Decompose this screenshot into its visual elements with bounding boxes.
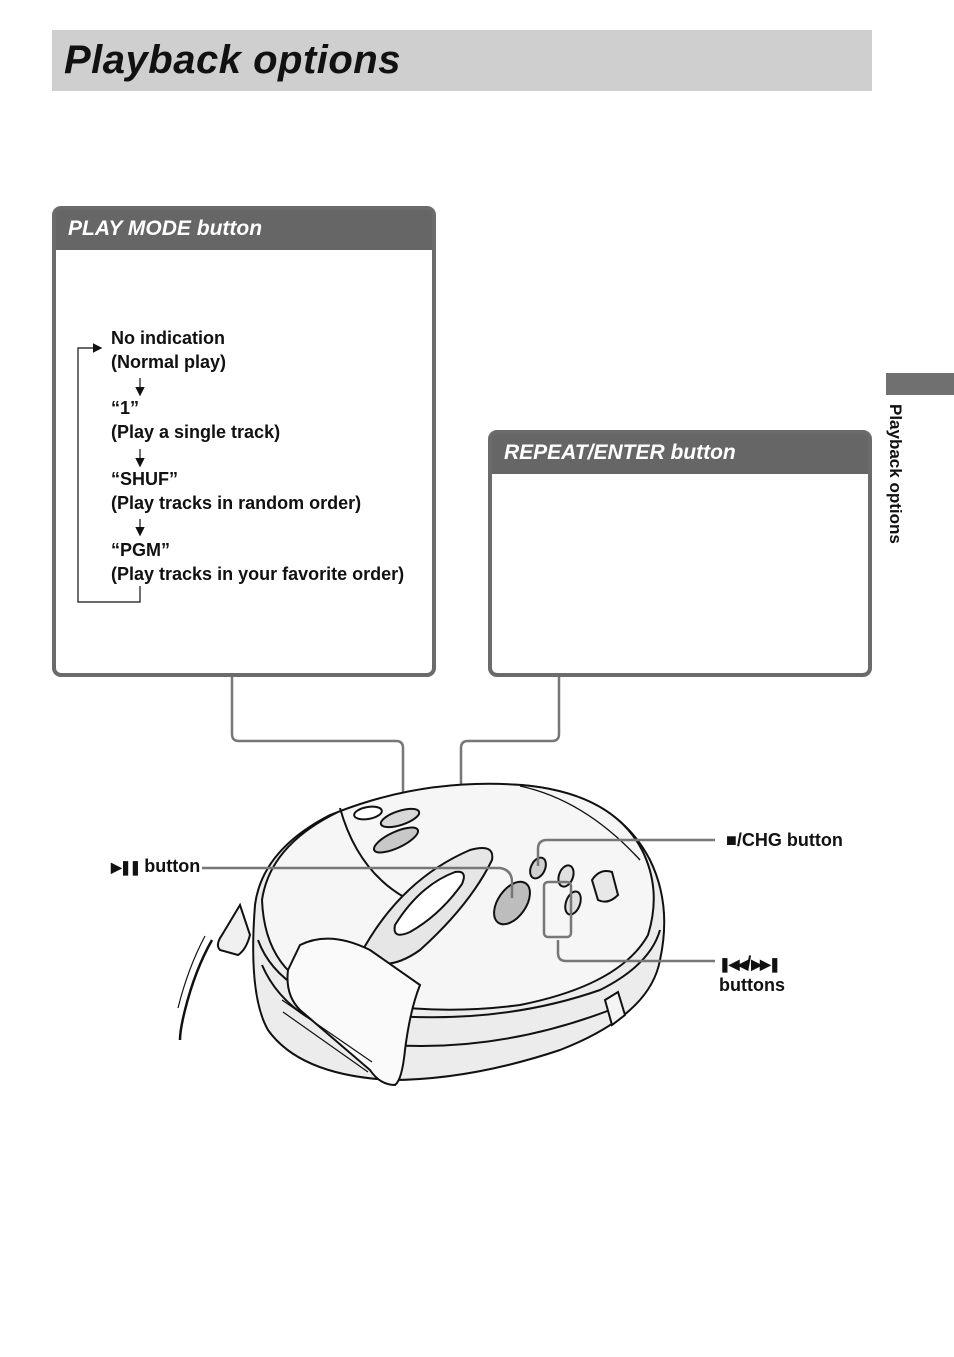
play-pause-callout-label: button: [144, 856, 201, 876]
stop-chg-callout: ■/CHG button: [726, 830, 843, 851]
section-tab-marker: [886, 373, 954, 395]
mode-cycle-arrows: [77, 343, 145, 603]
mode-item-program-name: “PGM”: [111, 540, 171, 560]
mode-item-normal-desc: (Normal play): [111, 352, 227, 372]
stop-chg-callout-label: /CHG button: [736, 830, 843, 850]
mode-item-shuffle-name: “SHUF”: [111, 469, 178, 489]
cd-player-drawing: [177, 782, 666, 1087]
page-title: Playback options: [64, 38, 401, 82]
mode-item-program-desc: (Play tracks in your favorite order): [111, 564, 405, 584]
next-track-icon: ▶▶❚: [751, 956, 780, 972]
mode-item-shuffle-desc: (Play tracks in random order): [111, 493, 362, 513]
mode-item-normal-name: No indication: [111, 328, 225, 348]
play-pause-callout: ▶❚❚ button: [111, 856, 200, 877]
repeat-enter-panel: REPEAT/ENTER button: [488, 430, 872, 677]
play-mode-panel-header: PLAY MODE button: [56, 210, 432, 250]
play-mode-panel: PLAY MODE button: [52, 206, 436, 677]
title-bar: Playback options: [52, 30, 872, 91]
callout-leader-lines: [202, 838, 715, 963]
stop-icon: ■: [726, 830, 737, 850]
play-pause-icon: ▶❚❚: [111, 859, 141, 875]
mode-item-single-name: “1”: [111, 398, 140, 418]
skip-callout-label: buttons: [719, 975, 785, 995]
mode-item-single-desc: (Play a single track): [111, 422, 281, 442]
repeat-enter-panel-header: REPEAT/ENTER button: [492, 434, 868, 474]
previous-track-icon: ❚◀◀: [719, 956, 748, 972]
skip-callout: ❚◀◀/▶▶❚: [719, 953, 781, 973]
